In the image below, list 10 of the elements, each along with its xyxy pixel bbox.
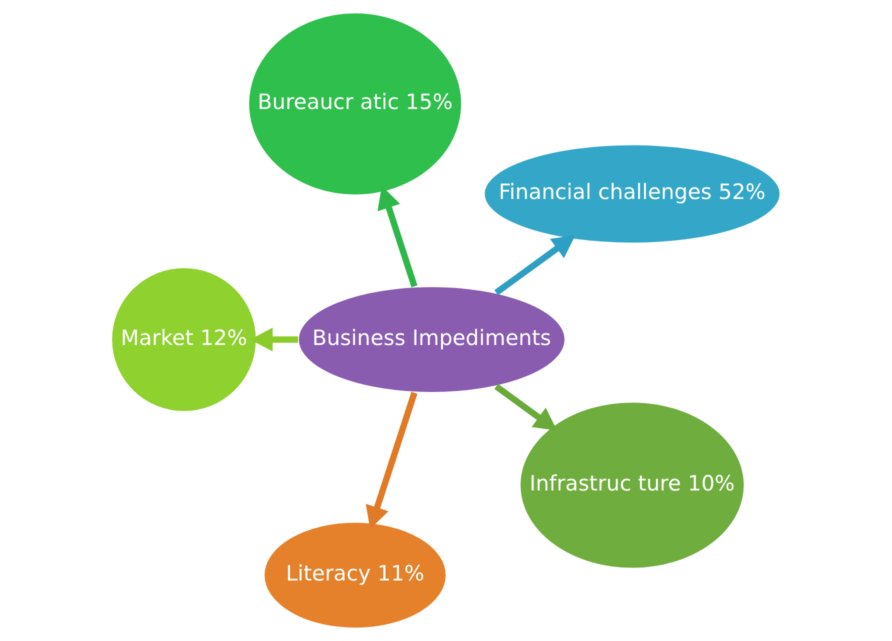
- arrow: [366, 392, 418, 530]
- node-ellipse: Business Impediments: [296, 285, 567, 394]
- node-circle: Market 12%: [110, 266, 258, 414]
- node-ellipse: Infrastruc ture 10%: [518, 400, 746, 570]
- arrow: [494, 384, 558, 431]
- node-ellipse: Literacy 11%: [262, 520, 448, 630]
- node-ellipse: Financial challenges 52%: [482, 143, 782, 245]
- node-ellipse: Bureaucr atic 15%: [247, 11, 464, 197]
- arrow: [378, 186, 418, 288]
- arrow: [494, 235, 576, 296]
